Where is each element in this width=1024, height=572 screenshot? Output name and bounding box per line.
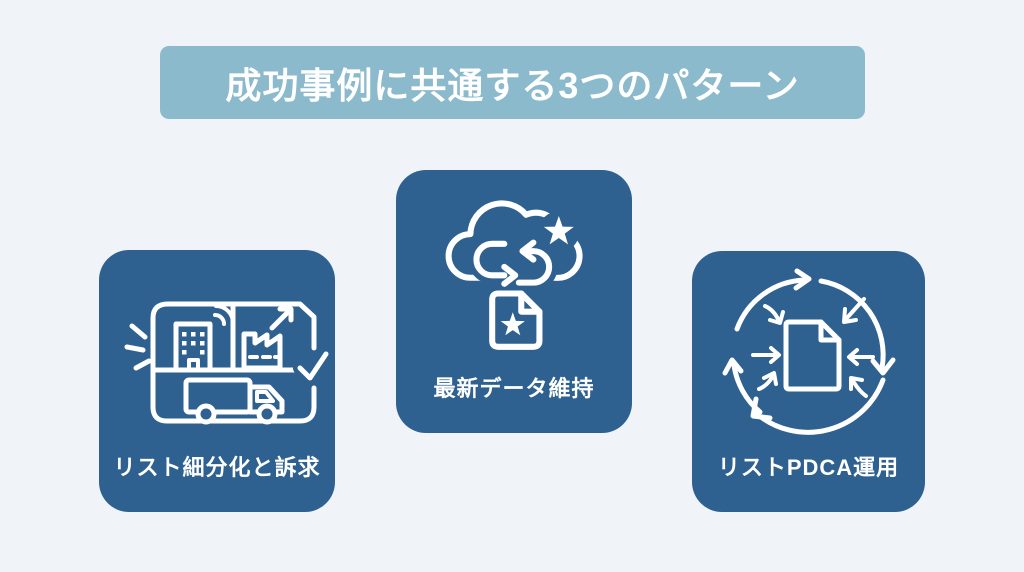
title-banner: 成功事例に共通する3つのパターン <box>160 46 865 119</box>
segmented-business-truck-icon <box>124 301 333 425</box>
page-title: 成功事例に共通する3つのパターン <box>225 64 800 106</box>
document-cycle-arrows-icon <box>722 268 896 435</box>
card-label: リスト細分化と訴求 <box>113 455 321 480</box>
cloud-sync-document-icon <box>445 200 583 350</box>
card-pdca-cycle: リストPDCA運用 <box>692 251 925 512</box>
card-label: 最新データ維持 <box>433 376 595 401</box>
card-label: リストPDCA運用 <box>717 455 900 480</box>
card-list-segmentation: リスト細分化と訴求 <box>99 250 335 512</box>
card-latest-data: 最新データ維持 <box>396 170 632 433</box>
